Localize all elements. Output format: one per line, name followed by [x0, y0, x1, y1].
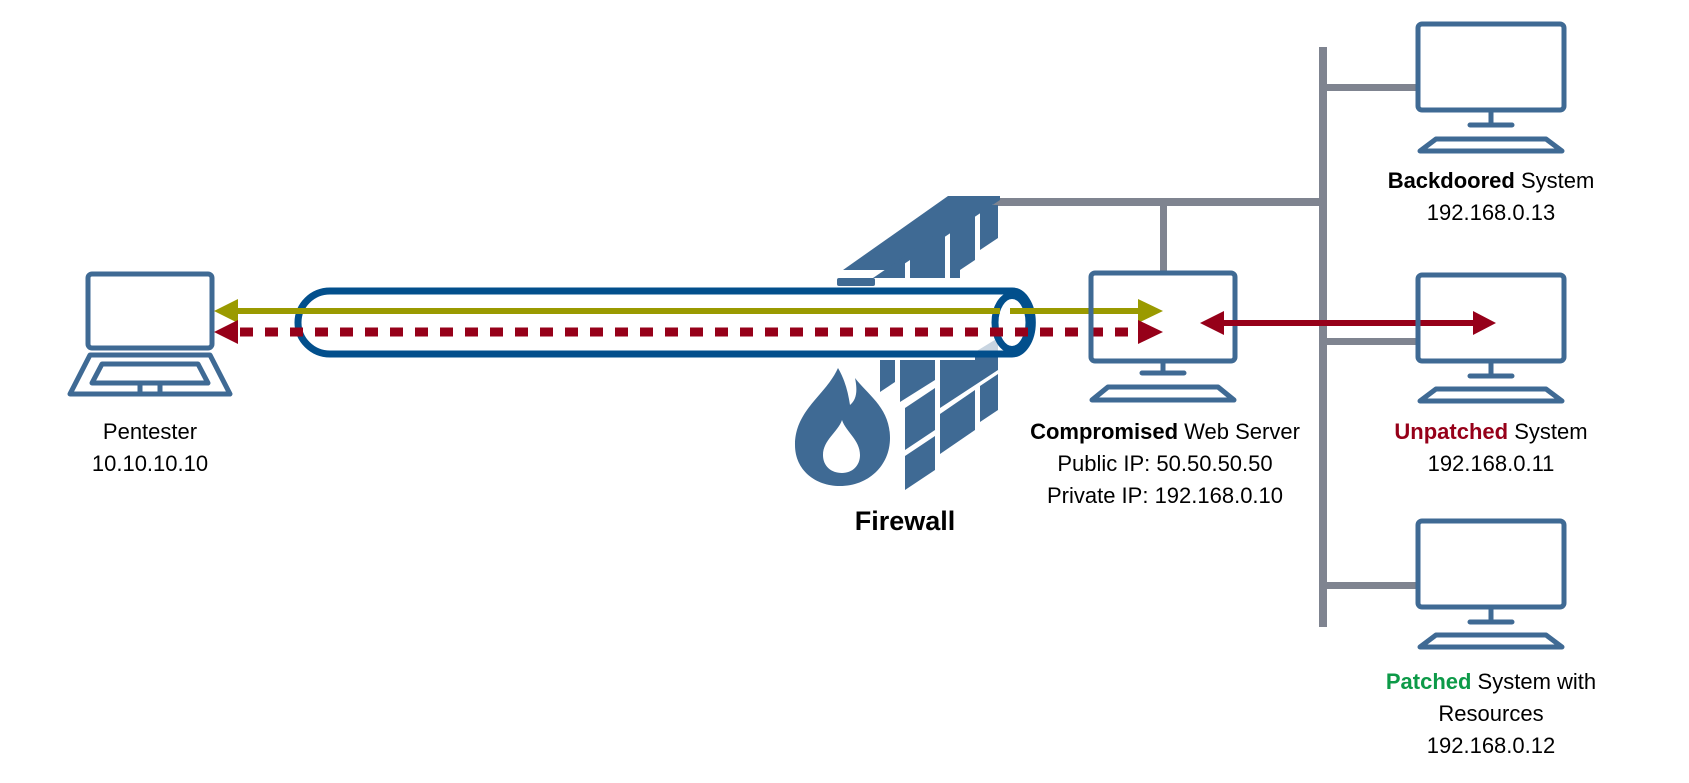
- pentester-label: Pentester 10.10.10.10: [50, 416, 250, 480]
- web-server-label: Compromised Web Server Public IP: 50.50.…: [1000, 416, 1330, 512]
- arrow-head-dashed-to-web-server: [1138, 320, 1163, 344]
- firewall-label: Firewall: [810, 505, 1000, 537]
- web-server-private-ip: Private IP: 192.168.0.10: [1046, 483, 1284, 508]
- backdoored-status: Backdoored: [1387, 168, 1515, 193]
- vpn-tunnel: [294, 287, 1036, 358]
- desktop-icon[interactable]: [1415, 518, 1567, 650]
- backdoored-label: Backdoored System 192.168.0.13: [1361, 165, 1621, 229]
- pentester-name: Pentester: [102, 419, 198, 444]
- bus-link-unpatched: [1323, 338, 1419, 345]
- arrow-head-to-web-server: [1138, 299, 1163, 323]
- desktop-icon[interactable]: [1088, 270, 1238, 403]
- edge-reverse-shell: [214, 299, 1163, 323]
- patched-name: System with: [1471, 669, 1597, 694]
- patched-ip: 192.168.0.12: [1426, 733, 1556, 758]
- tunnel-opening: [991, 292, 1033, 353]
- bus-link-web-server: [1160, 198, 1167, 272]
- edge-lateral-movement: [1200, 311, 1496, 335]
- unpatched-ip: 192.168.0.11: [1427, 451, 1555, 476]
- laptop-icon[interactable]: [67, 271, 233, 397]
- web-server-public-ip: Public IP: 50.50.50.50: [1057, 451, 1273, 476]
- web-server-name: Web Server: [1178, 419, 1300, 444]
- bus-link-firewall: [993, 198, 1323, 206]
- arrow-head-to-unpatched: [1473, 311, 1496, 335]
- backdoored-ip: 192.168.0.13: [1426, 200, 1556, 225]
- patched-label: Patched System with Resources 192.168.0.…: [1361, 666, 1621, 762]
- unpatched-name: System: [1508, 419, 1588, 444]
- desktop-icon[interactable]: [1415, 272, 1567, 404]
- firewall-name: Firewall: [854, 506, 956, 536]
- firewall-icon[interactable]: [795, 196, 1000, 490]
- patched-name-line2: Resources: [1438, 701, 1544, 726]
- bus-link-backdoored: [1323, 84, 1419, 91]
- flame-icon: [795, 368, 890, 486]
- bus-vertical: [1319, 47, 1327, 627]
- arrow-head-dashed-to-pentester: [214, 320, 238, 344]
- pentester-ip: 10.10.10.10: [91, 451, 209, 476]
- desktop-icon[interactable]: [1415, 21, 1567, 154]
- bus-link-patched: [1323, 582, 1419, 589]
- web-server-status: Compromised: [1030, 419, 1179, 444]
- unpatched-status: Unpatched: [1394, 419, 1509, 444]
- edge-exploit-dashed: [214, 320, 1163, 344]
- unpatched-label: Unpatched System 192.168.0.11: [1361, 416, 1621, 480]
- arrow-head-to-pentester: [214, 299, 238, 323]
- backdoored-name: System: [1514, 168, 1595, 193]
- arrow-head-to-web-server-lateral: [1200, 311, 1224, 335]
- patched-status: Patched: [1385, 669, 1472, 694]
- network-bus: [993, 47, 1419, 627]
